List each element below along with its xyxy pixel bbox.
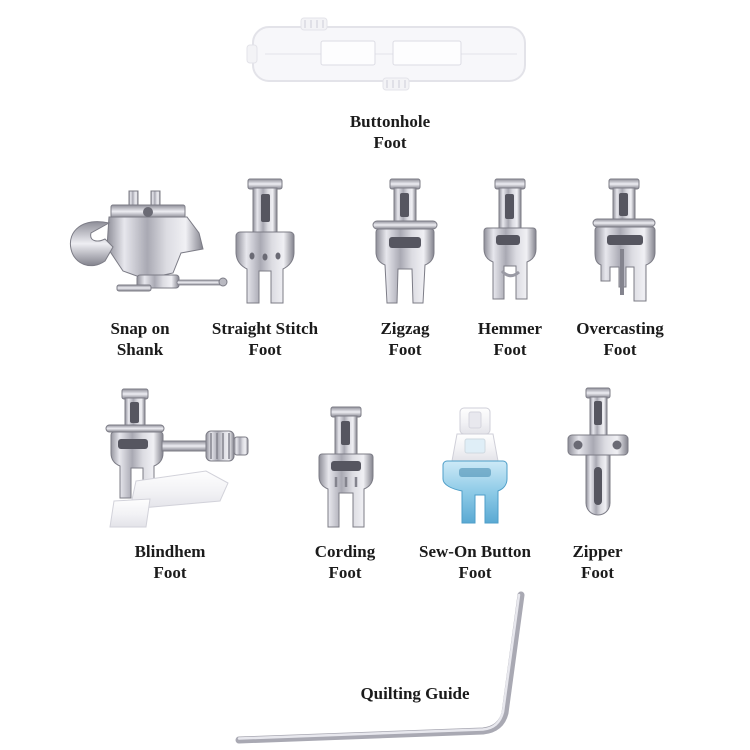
label-line: Foot [388,340,422,359]
buttonhole-foot-illustration [246,17,526,91]
label-line: Foot [373,133,407,152]
sew-on-button-foot-illustration [442,407,508,524]
label-line: Blindhem [134,542,206,561]
cording-foot-label: Cording Foot [315,541,375,583]
zipper-foot-item: Zipper Foot [520,383,675,583]
label-line: Foot [248,340,282,359]
hemmer-foot-label: Hemmer Foot [478,318,542,360]
label-line: Foot [458,563,492,582]
label-line: Straight Stitch [211,319,319,338]
zigzag-foot-item: Zigzag Foot [330,175,480,360]
buttonhole-foot-label: Buttonhole Foot [350,111,430,153]
overcasting-foot-label: Overcasting Foot [576,318,664,360]
sew-on-button-foot-item: Sew-On Button Foot [385,383,565,583]
snap-on-shank-item: Snap on Shank [40,175,240,360]
cording-foot-item: Cording Foot [270,383,420,583]
overcasting-foot-photo [540,175,700,312]
hemmer-foot-photo [435,175,585,312]
blindhem-foot-item: Blindhem Foot [75,383,265,583]
hemmer-foot-item: Hemmer Foot [435,175,585,360]
label-line: Shank [116,340,164,359]
label-line: Quilting Guide [360,684,470,703]
label-line: Buttonhole [349,112,431,131]
label-line: Foot [328,563,362,582]
label-line: Hemmer [477,319,543,338]
cording-foot-illustration [318,406,373,528]
label-line: Snap on [110,319,170,338]
snap-on-shank-label: Snap on Shank [110,318,169,360]
label-line: Foot [493,340,527,359]
zigzag-foot-illustration [372,178,438,304]
snap-on-shank-illustration [69,190,227,292]
label-line: Foot [603,340,637,359]
label-line: Foot [153,563,187,582]
label-line: Zigzag [380,319,430,338]
label-line: Foot [580,563,615,582]
quilting-guide-label: Quilting Guide [330,684,500,704]
buttonhole-foot-photo [240,3,540,105]
zipper-foot-label: Zipper Foot [572,541,622,583]
hemmer-foot-illustration [483,178,537,300]
quilting-guide-illustration [235,591,525,744]
quilting-guide-photo [225,585,555,750]
zipper-foot-photo [520,383,675,535]
overcasting-foot-illustration [592,178,655,302]
straight-stitch-foot-photo [175,175,355,312]
straight-stitch-foot-label: Straight Stitch Foot [212,318,318,360]
sew-on-button-foot-photo [385,383,565,535]
zipper-foot-illustration [567,387,629,516]
label-line: Zipper [572,542,623,561]
cording-foot-photo [270,383,420,535]
overcasting-foot-item: Overcasting Foot [540,175,700,360]
blindhem-foot-illustration [105,388,248,528]
snap-on-shank-photo [40,175,240,312]
label-line: Overcasting [576,319,664,338]
blindhem-foot-label: Blindhem Foot [135,541,206,583]
zigzag-foot-label: Zigzag Foot [380,318,429,360]
straight-stitch-foot-illustration [235,178,295,304]
buttonhole-foot-item: Buttonhole Foot [240,3,540,153]
zigzag-foot-photo [330,175,480,312]
label-line: Cording [314,542,376,561]
label-line: Sew-On Button [419,542,531,561]
sew-on-button-foot-label: Sew-On Button Foot [419,541,531,583]
straight-stitch-foot-item: Straight Stitch Foot [175,175,355,360]
blindhem-foot-photo [75,383,265,535]
